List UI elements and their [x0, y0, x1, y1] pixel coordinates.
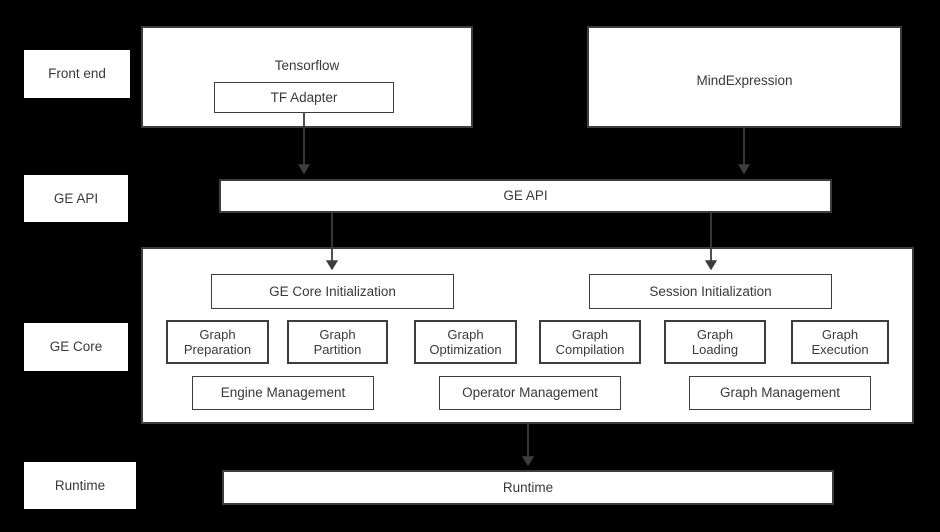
module-graph-execution[interactable]: Graph Execution	[791, 320, 889, 364]
module-graph-compilation[interactable]: Graph Compilation	[539, 320, 641, 364]
module-graph-preparation[interactable]: Graph Preparation	[166, 320, 269, 364]
layer-label-ge-core: GE Core	[24, 323, 128, 371]
ge-api-bar[interactable]: GE API	[219, 179, 832, 213]
module-graph-optimization[interactable]: Graph Optimization	[414, 320, 517, 364]
runtime-bar[interactable]: Runtime	[222, 470, 834, 505]
module-graph-partition[interactable]: Graph Partition	[287, 320, 388, 364]
layer-label-runtime: Runtime	[24, 462, 136, 509]
tf-adapter-box[interactable]: TF Adapter	[214, 82, 394, 113]
manager-graph-management[interactable]: Graph Management	[689, 376, 871, 410]
mindexpression-label: MindExpression	[696, 73, 793, 88]
module-graph-loading[interactable]: Graph Loading	[664, 320, 766, 364]
tensorflow-label: Tensorflow	[274, 58, 340, 73]
mindexpression-container[interactable]: MindExpression	[587, 26, 902, 128]
session-initialization-box[interactable]: Session Initialization	[589, 274, 832, 309]
ge-core-initialization-box[interactable]: GE Core Initialization	[211, 274, 454, 309]
manager-engine-management[interactable]: Engine Management	[192, 376, 374, 410]
manager-operator-management[interactable]: Operator Management	[439, 376, 621, 410]
layer-label-front-end: Front end	[24, 50, 130, 98]
layer-label-ge-api: GE API	[24, 175, 128, 222]
